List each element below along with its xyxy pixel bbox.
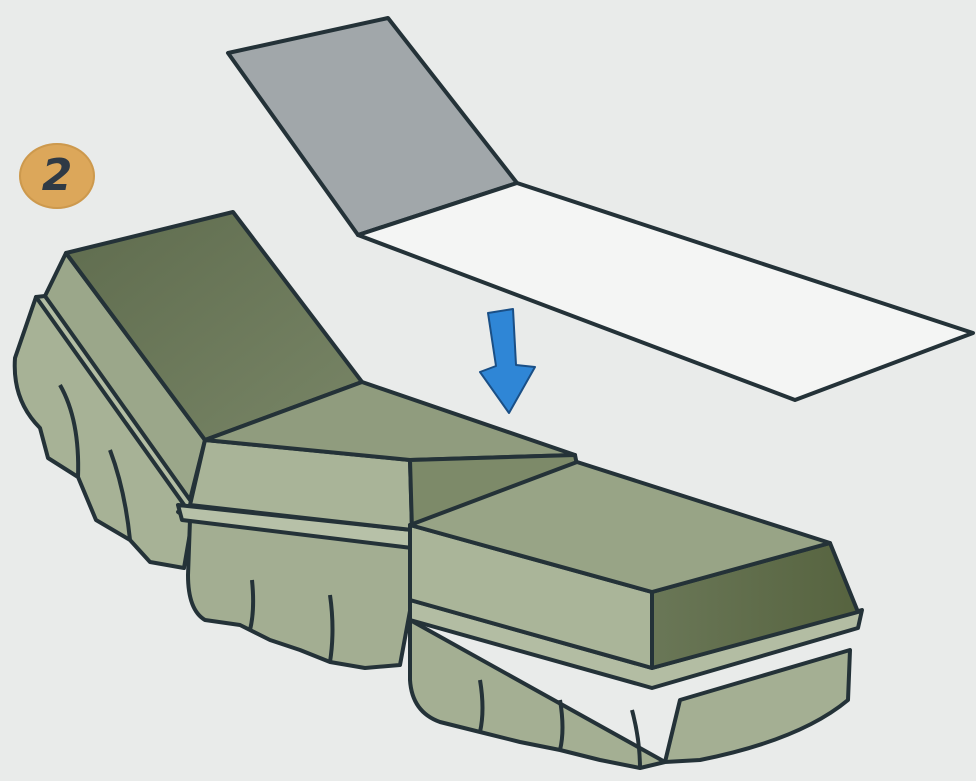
sheet-seat-panel [358, 183, 973, 400]
carton-front [410, 462, 862, 768]
folded-sheet [228, 18, 973, 400]
arrow-down-icon [480, 309, 535, 413]
